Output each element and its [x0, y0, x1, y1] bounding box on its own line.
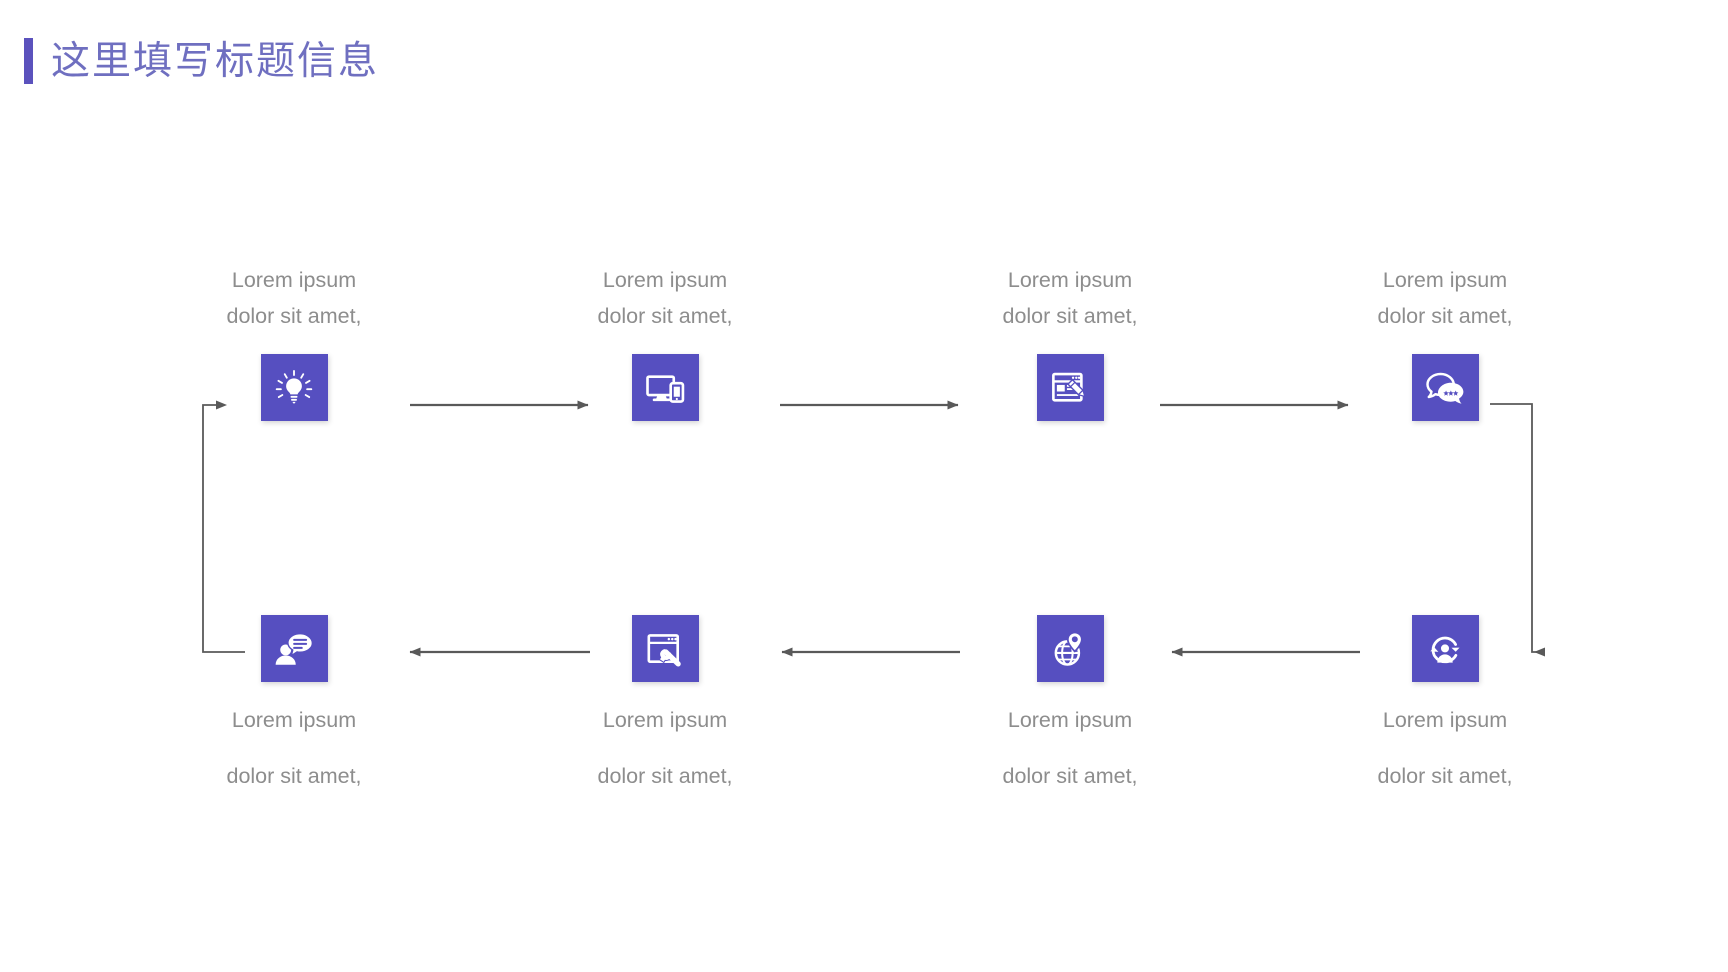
lightbulb-idea-icon	[273, 367, 315, 409]
step-4-label-line1: Lorem ipsum	[1382, 268, 1508, 292]
step-node-7[interactable]: Lorem ipsum dolor sit amet,	[535, 615, 795, 794]
step-node-1[interactable]: Lorem ipsum dolor sit amet,	[164, 262, 424, 422]
desktop-mobile-devices-icon	[644, 367, 686, 409]
step-2-label-line2: dolor sit amet,	[597, 304, 733, 329]
page-title: 这里填写标题信息	[24, 38, 379, 84]
step-node-2[interactable]: Lorem ipsum dolor sit amet,	[535, 262, 795, 422]
step-1-label-line1: Lorem ipsum	[231, 268, 357, 292]
step-6-icon-tile[interactable]	[1036, 615, 1104, 682]
step-7-icon-tile[interactable]	[631, 615, 699, 682]
step-5-icon-tile[interactable]	[1411, 615, 1479, 682]
step-8-label-line2: dolor sit amet,	[226, 764, 362, 789]
browser-wrench-icon	[644, 628, 686, 670]
step-node-5[interactable]: Lorem ipsum dolor sit amet,	[1315, 615, 1575, 794]
step-4-icon-tile[interactable]	[1411, 354, 1479, 422]
step-4-label-line2: dolor sit amet,	[1377, 304, 1513, 329]
step-8-label-line1: Lorem ipsum	[231, 708, 357, 732]
step-5-label-line1: Lorem ipsum	[1382, 708, 1508, 732]
step-node-8[interactable]: Lorem ipsum dolor sit amet,	[164, 615, 424, 794]
step-1-label-line2: dolor sit amet,	[226, 304, 362, 329]
step-3-label-line2: dolor sit amet,	[1002, 304, 1138, 329]
person-speech-bubble-icon	[273, 628, 315, 670]
step-8-icon-tile[interactable]	[260, 615, 328, 682]
step-5-label-line2: dolor sit amet,	[1377, 764, 1513, 789]
step-2-label-line1: Lorem ipsum	[602, 268, 728, 292]
step-node-6[interactable]: Lorem ipsum dolor sit amet,	[940, 615, 1200, 794]
step-node-4[interactable]: Lorem ipsum dolor sit amet,	[1315, 262, 1575, 422]
step-3-label-line1: Lorem ipsum	[1007, 268, 1133, 292]
chat-bubbles-icon	[1424, 367, 1466, 409]
step-1-icon-tile[interactable]	[260, 354, 328, 422]
step-7-label-line1: Lorem ipsum	[602, 708, 728, 732]
title-accent-bar	[24, 38, 33, 84]
title-text: 这里填写标题信息	[51, 39, 380, 83]
step-6-label-line2: dolor sit amet,	[1002, 764, 1138, 789]
person-circular-arrows-icon	[1424, 628, 1466, 670]
step-2-icon-tile[interactable]	[631, 354, 699, 422]
step-7-label-line2: dolor sit amet,	[597, 764, 733, 789]
step-6-label-line1: Lorem ipsum	[1007, 708, 1133, 732]
webpage-pencil-edit-icon	[1049, 367, 1091, 409]
globe-location-pin-icon	[1049, 628, 1091, 670]
step-node-3[interactable]: Lorem ipsum dolor sit amet,	[940, 262, 1200, 422]
step-3-icon-tile[interactable]	[1036, 354, 1104, 422]
